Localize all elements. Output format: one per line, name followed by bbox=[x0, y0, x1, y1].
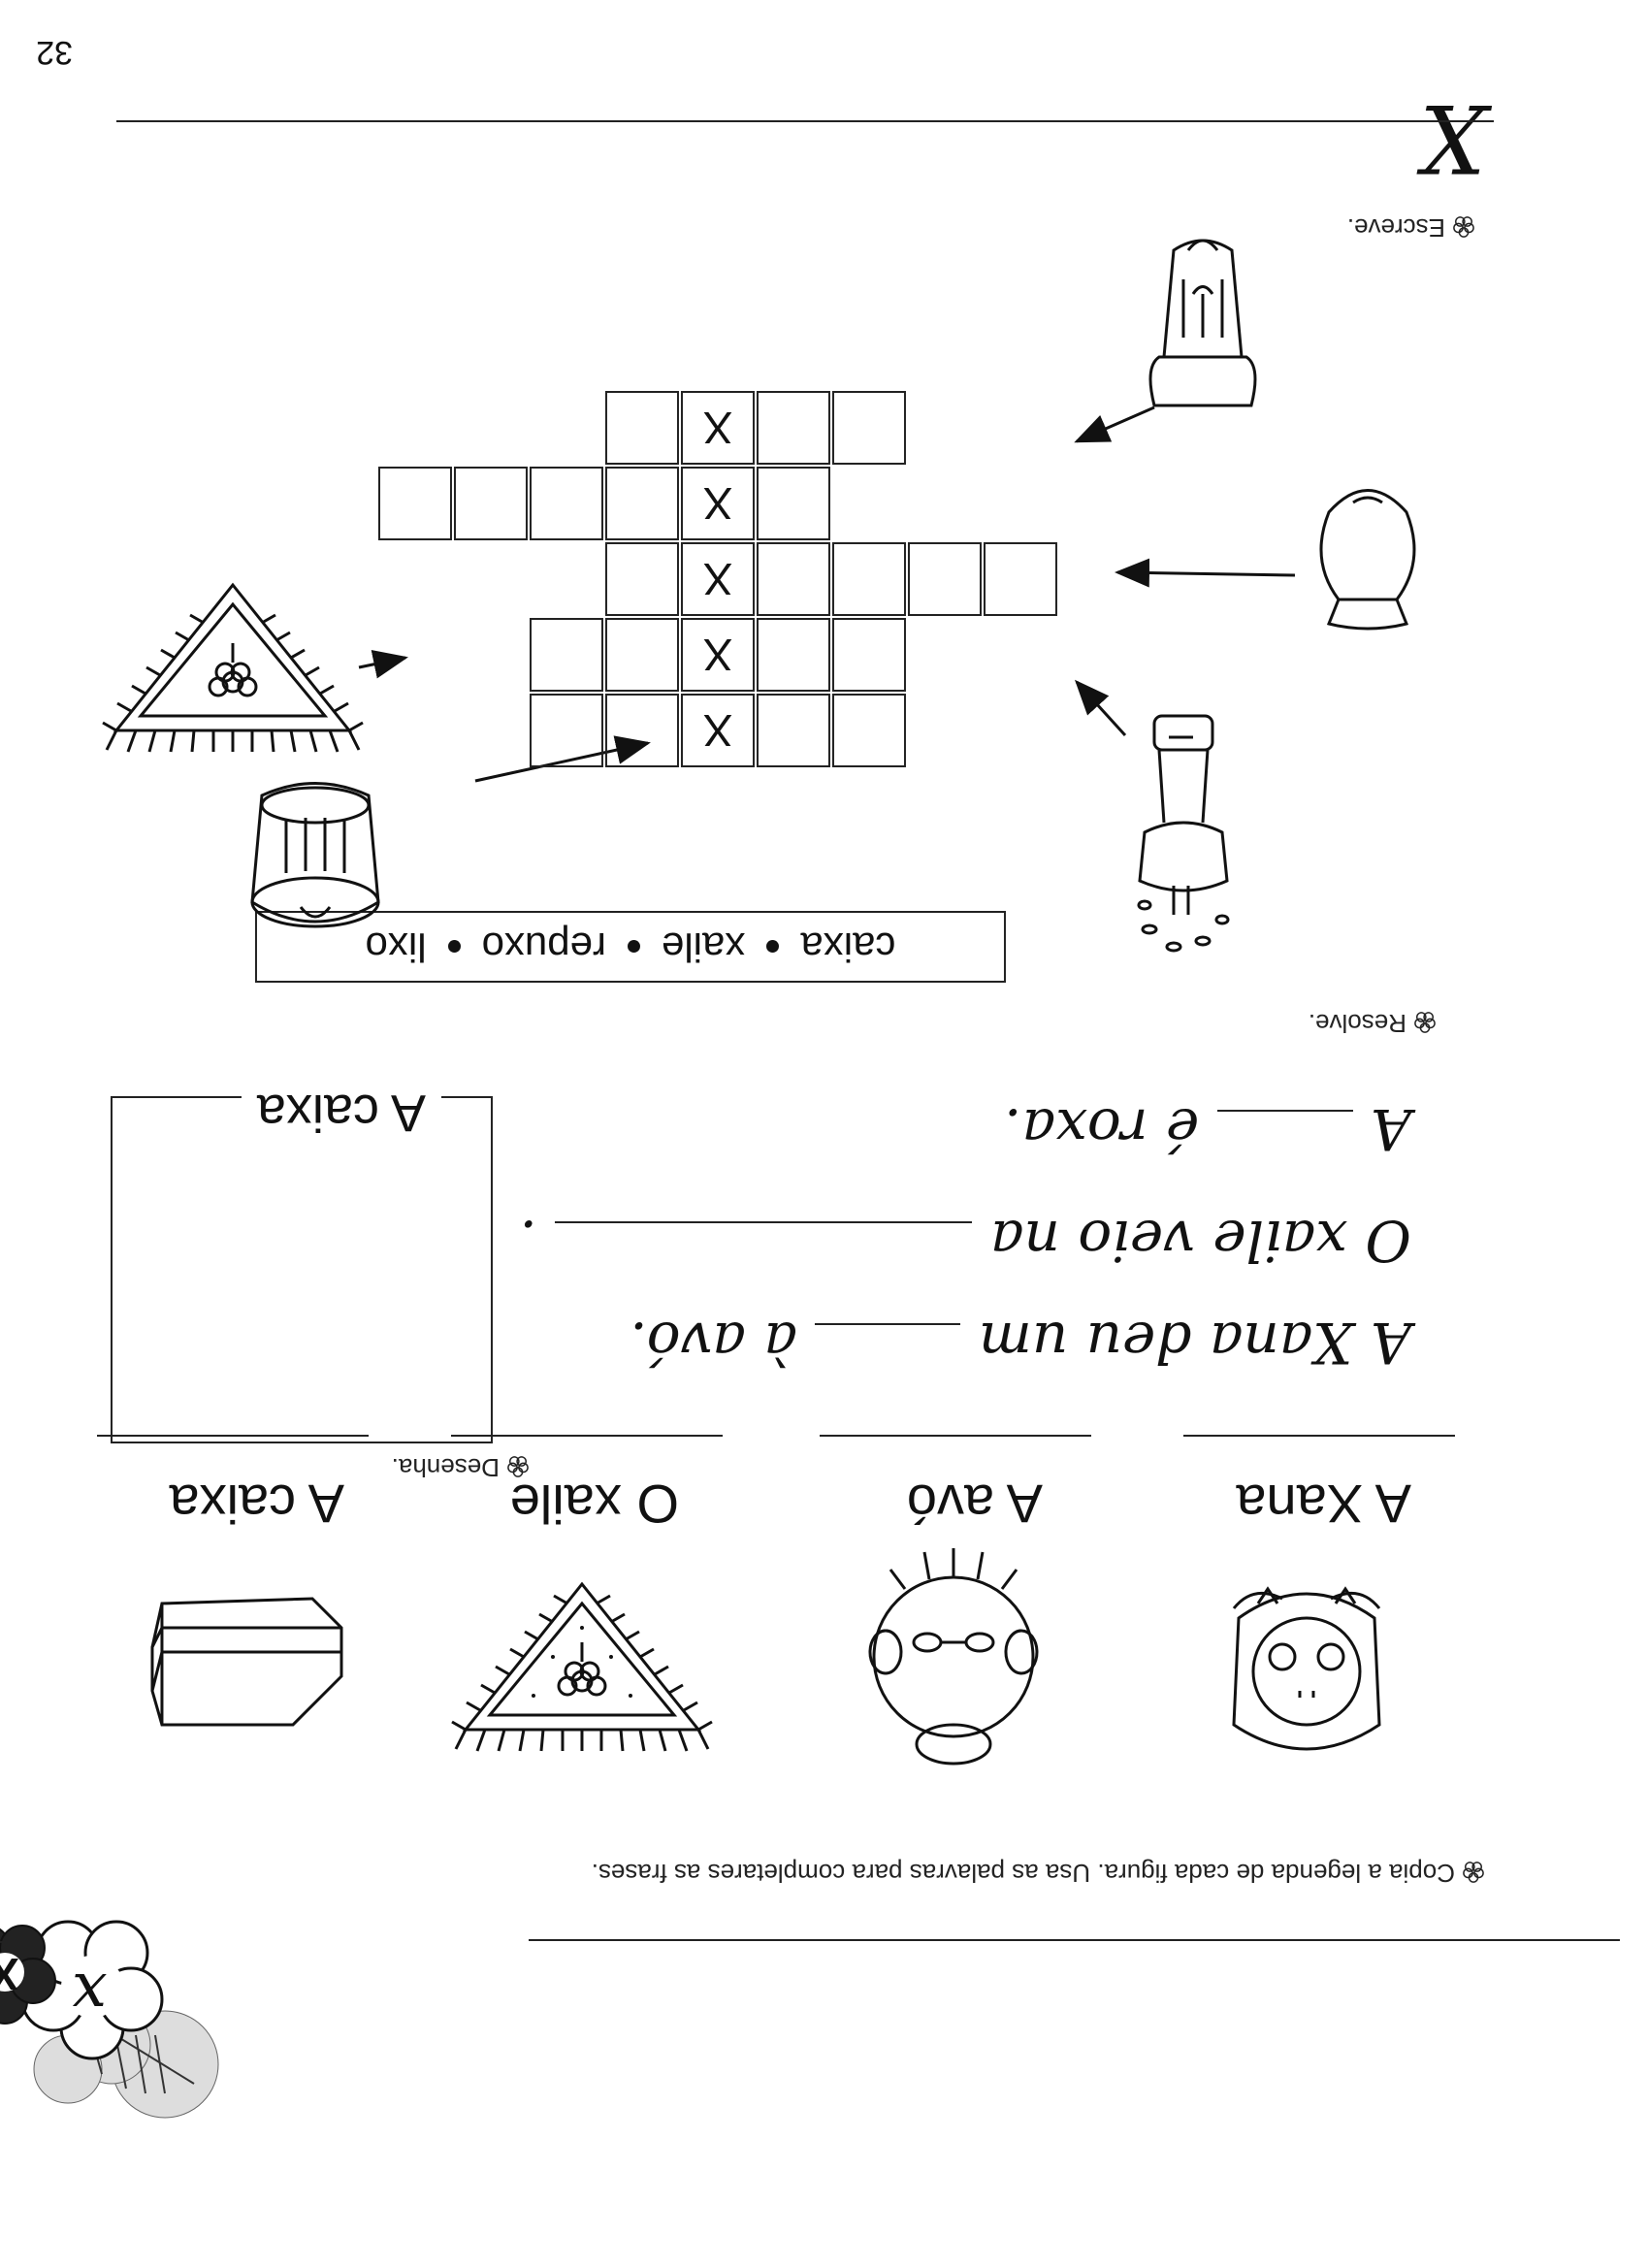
write-instruction-text: Escreve. bbox=[1346, 213, 1445, 243]
crossword-cell[interactable] bbox=[757, 467, 830, 540]
garbage-bag-icon bbox=[1300, 473, 1436, 638]
crossword-cell[interactable] bbox=[832, 391, 906, 465]
cursive-letter-badge: x bbox=[71, 1959, 108, 2030]
sentence-2-start: O xaile veio na bbox=[989, 1208, 1411, 1274]
draw-instruction-text: Desenha. bbox=[391, 1453, 500, 1482]
crossword-cell[interactable] bbox=[605, 391, 679, 465]
shawl-icon-puzzle bbox=[97, 570, 369, 764]
sentence-1-start: A Xana deu um bbox=[978, 1310, 1411, 1376]
crossword-cell-marked: X bbox=[681, 618, 755, 692]
bullet-flower-icon bbox=[507, 1456, 529, 1477]
word-bank-separator bbox=[447, 940, 461, 954]
crossword-cell[interactable] bbox=[605, 618, 679, 692]
sentence-3: A é roxa. bbox=[1004, 1096, 1411, 1162]
trash-bin-icon bbox=[233, 766, 398, 941]
crossword-cell[interactable] bbox=[454, 467, 528, 540]
bullet-flower-icon bbox=[1453, 216, 1474, 238]
crossword-cell[interactable] bbox=[530, 467, 603, 540]
bullet-flower-icon bbox=[1463, 1862, 1484, 1883]
solve-instruction: Resolve. bbox=[1309, 1008, 1436, 1038]
flower-badge-print bbox=[0, 1919, 58, 2025]
crossword-cell[interactable] bbox=[908, 542, 982, 616]
crossword-cell-marked: X bbox=[681, 391, 755, 465]
fountain-icon bbox=[1125, 706, 1242, 958]
arrow-fountain bbox=[1074, 679, 1125, 735]
box-icon bbox=[138, 1579, 351, 1744]
copy-instruction: Copia a legenda de cada figura. Usa as p… bbox=[592, 1858, 1484, 1888]
sentence-3-end: é roxa. bbox=[1004, 1096, 1200, 1162]
word-bank-separator bbox=[628, 940, 640, 954]
crossword-cell-marked: X bbox=[681, 694, 755, 767]
crossword-cell[interactable] bbox=[832, 618, 906, 692]
crossword-cell[interactable] bbox=[757, 618, 830, 692]
crossword-cell[interactable] bbox=[530, 618, 603, 692]
crossword-cell-marked: X bbox=[681, 467, 755, 540]
header-rule-right bbox=[0, 1941, 19, 1943]
copy-instruction-text: Copia a legenda de cada figura. Usa as p… bbox=[591, 1859, 1455, 1888]
figure-caption-3: A caixa bbox=[169, 1474, 344, 1535]
crossword-cell[interactable] bbox=[605, 694, 679, 767]
draw-instruction: Desenha. bbox=[392, 1452, 529, 1482]
solve-instruction-text: Resolve. bbox=[1308, 1009, 1406, 1038]
shawl-icon bbox=[446, 1570, 718, 1764]
sentence-1-blank[interactable] bbox=[815, 1323, 961, 1325]
print-letter-badge: X bbox=[0, 1948, 31, 2000]
crossword-cell[interactable] bbox=[984, 542, 1057, 616]
sentence-3-start: A bbox=[1371, 1096, 1411, 1162]
page-number: 32 bbox=[36, 34, 73, 71]
word-bank-item-0: caixa bbox=[800, 924, 896, 970]
sentence-1-end: à avó. bbox=[630, 1310, 797, 1376]
figure-caption-2: O xaile bbox=[509, 1474, 679, 1535]
header-rule-left bbox=[529, 1939, 1620, 1941]
bullet-flower-icon bbox=[1414, 1012, 1436, 1033]
crossword-cell[interactable] bbox=[757, 391, 830, 465]
sentence-2-blank[interactable] bbox=[555, 1221, 973, 1223]
crossword-cell[interactable] bbox=[378, 467, 452, 540]
crossword-cell[interactable] bbox=[605, 467, 679, 540]
write-letter-model: X bbox=[1419, 83, 1486, 192]
drawing-box-label: A caixa bbox=[241, 1083, 441, 1143]
word-bank-separator bbox=[766, 940, 780, 954]
word-bank-item-1: xaile bbox=[662, 924, 746, 970]
flower-badge-cursive bbox=[19, 1914, 165, 2059]
sentence-1: A Xana deu um à avó. bbox=[630, 1310, 1411, 1376]
word-bank-item-2: repuxo bbox=[481, 924, 606, 970]
crossword-cell[interactable] bbox=[757, 542, 830, 616]
crossword-cell-marked: X bbox=[681, 542, 755, 616]
girl-face-icon bbox=[1214, 1560, 1399, 1764]
write-baseline[interactable] bbox=[116, 120, 1494, 122]
figure-caption-1: A avó bbox=[906, 1474, 1043, 1535]
grandmother-icon bbox=[861, 1540, 1046, 1783]
answer-line-0[interactable] bbox=[1183, 1435, 1455, 1437]
crossword-cell[interactable] bbox=[757, 694, 830, 767]
figure-caption-0: A Xana bbox=[1236, 1474, 1411, 1535]
answer-line-1[interactable] bbox=[820, 1435, 1091, 1437]
crossword-cell[interactable] bbox=[832, 542, 906, 616]
arrow-garbage-bag bbox=[1115, 558, 1295, 588]
sentence-3-blank[interactable] bbox=[1216, 1110, 1353, 1112]
sentence-2-end: . bbox=[519, 1208, 538, 1274]
drawing-box[interactable] bbox=[111, 1096, 493, 1443]
crossword-cell[interactable] bbox=[832, 694, 906, 767]
crossword-cell[interactable] bbox=[605, 542, 679, 616]
crossword-cell[interactable] bbox=[530, 694, 603, 767]
sentence-2: O xaile veio na . bbox=[520, 1208, 1411, 1274]
candle-icon bbox=[1140, 221, 1266, 415]
write-instruction: Escreve. bbox=[1347, 212, 1474, 243]
